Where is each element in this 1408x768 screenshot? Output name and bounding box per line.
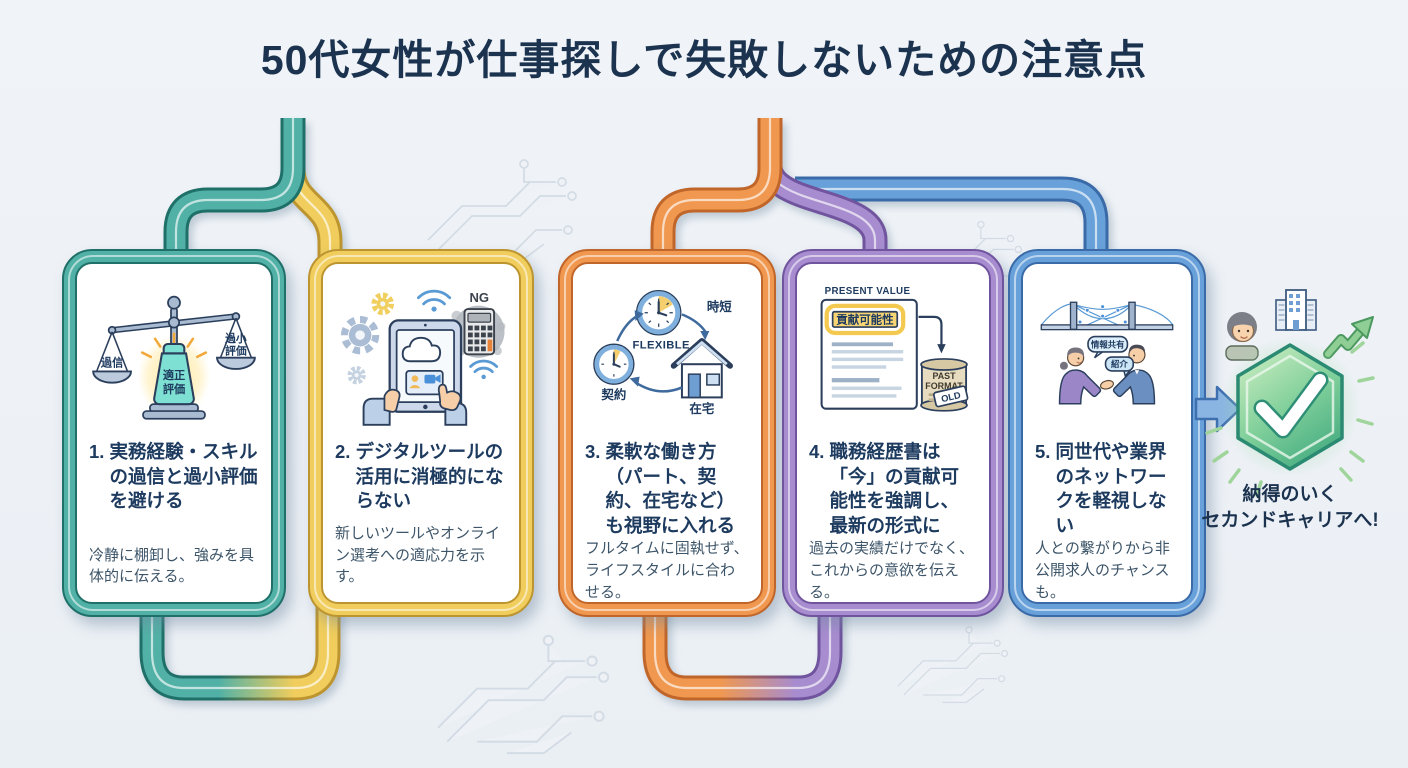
past-label-1: PAST — [932, 371, 956, 381]
clock-top-label: 時短 — [707, 299, 732, 314]
outcome-line-2: セカンドキャリアへ! — [1201, 509, 1379, 531]
card-4-resume: PRESENT VALUE 貢献可能性 — [782, 249, 1004, 617]
page-title: 50代女性が仕事探しで失敗しないための注意点 — [260, 37, 1148, 83]
checkmark-hexagon-icon — [1236, 343, 1344, 471]
card-2-title-text: デジタルツールの活用に消極的にならない — [355, 441, 504, 512]
ng-label: NG — [470, 290, 490, 305]
card-3-title: 3. 柔軟な働き方（パート、契約、在宅など）も視野に入れる — [585, 440, 749, 538]
old-stamp: OLD — [933, 385, 969, 408]
flexible-label: FLEXIBLE — [632, 339, 690, 351]
card-4-title-text: 職務経歴書は「今」の貢献可能性を強調し、最新の形式に — [829, 441, 959, 536]
card-2-body: 新しいツールやオンライン選考への適応力を示す。 — [335, 525, 501, 586]
card-2-digital-tools: NG — [308, 249, 534, 617]
card-3-body: フルタイムに固執せず、ライフスタイルに合わせる。 — [585, 540, 749, 601]
weight-label-2: 評価 — [163, 382, 185, 396]
sparkle-rays — [1205, 341, 1375, 497]
document-lines — [831, 342, 904, 398]
outcome-label: 納得のいく セカンドキャリアへ! — [1176, 482, 1404, 533]
outcome-line-1: 納得のいく — [1242, 484, 1338, 505]
gear-icon — [340, 292, 395, 385]
card-2-number: 2. — [335, 441, 351, 462]
bubble-2-label: 紹介 — [1111, 359, 1128, 369]
card-1-title-text: 実務経験・スキルの過信と過小評価を避ける — [109, 441, 258, 512]
past-label-2: FORMAT — [925, 381, 963, 391]
balance-scale-icon: 過信 過小 評価 適正 評価 — [92, 295, 256, 420]
pipe-orange-top — [650, 118, 783, 270]
building-icon — [1275, 289, 1317, 331]
card-3-number: 3. — [585, 441, 601, 462]
card-1-title: 1. 実務経験・スキルの過信と過小評価を避ける — [89, 440, 259, 514]
old-calculator-icon: NG — [451, 290, 506, 358]
speech-bubble-icon: 情報共有 紹介 — [1087, 335, 1135, 378]
pan-right-label-2: 評価 — [225, 344, 247, 357]
flexible-work-cycle-icon: 時短 FLEXIBLE 契約 在宅 — [593, 290, 733, 416]
card-4-body: 過去の実績だけでなく、これからの意欲を伝える。 — [809, 540, 975, 601]
bridge-network-icon — [1040, 301, 1174, 331]
pan-left-label: 過信 — [100, 355, 123, 369]
card-4-number: 4. — [809, 441, 825, 462]
network-handshake-icon: 情報共有 紹介 — [1040, 301, 1174, 405]
card-3-flexible-work: 時短 FLEXIBLE 契約 在宅 3. 柔軟な働き方（パート、契約、在宅など）… — [558, 249, 776, 617]
card-5-title: 5. 同世代や業界のネットワークを軽視しない — [1035, 440, 1179, 538]
card-4-title: 4. 職務経歴書は「今」の貢献可能性を強調し、最新の形式に — [809, 440, 977, 538]
pipe-yellow-top — [280, 126, 343, 270]
card-5-number: 5. — [1035, 441, 1051, 462]
house-icon — [670, 338, 733, 399]
wifi-icon — [416, 289, 499, 374]
resume-document-icon: PRESENT VALUE 貢献可能性 — [820, 286, 969, 412]
present-value-caption: PRESENT VALUE — [825, 286, 911, 297]
tablet-icon — [388, 319, 463, 413]
card-2-title: 2. デジタルツールの活用に消極的にならない — [335, 440, 507, 514]
highlight-label: 貢献可能性 — [836, 313, 894, 327]
weight-label-1: 適正 — [163, 368, 185, 382]
handshake-people-icon — [1058, 344, 1156, 405]
clock-icon-2 — [593, 343, 635, 385]
woman-avatar-icon — [1225, 312, 1259, 361]
old-scroll-icon: PAST FORMAT OLD — [920, 358, 969, 412]
hands-icon — [362, 383, 468, 426]
pan-right-label-1: 過小 — [224, 332, 247, 345]
card-3-title-text: 柔軟な働き方（パート、契約、在宅など）も視野に入れる — [605, 441, 735, 536]
tablet-hands-icon: NG — [340, 289, 506, 426]
house-label: 在宅 — [689, 401, 714, 416]
card-5-title-text: 同世代や業界のネットワークを軽視しない — [1055, 441, 1167, 536]
old-stamp-label: OLD — [940, 390, 962, 404]
card-1-number: 1. — [89, 441, 105, 462]
bubble-1-label: 情報共有 — [1090, 340, 1125, 350]
pipe-teal-top — [163, 118, 306, 270]
card-1-skill-evaluation: 過信 過小 評価 適正 評価 1. 実務経験・スキルの過信と過小評価を避ける — [62, 249, 286, 617]
clock-left-label: 契約 — [600, 387, 626, 402]
growth-arrow-icon — [1323, 316, 1374, 359]
cycle-arrows-icon — [616, 310, 710, 393]
down-arrow-icon — [918, 315, 946, 354]
card-1-body: 冷静に棚卸し、強みを具体的に伝える。 — [89, 546, 255, 586]
card-5-network: 情報共有 紹介 5. 同世代や業界のネットワークを軽視しない 人との繋がりから非… — [1008, 249, 1206, 617]
card-5-body: 人との繋がりから非公開求人のチャンスも。 — [1035, 540, 1170, 601]
clock-icon — [635, 290, 682, 336]
